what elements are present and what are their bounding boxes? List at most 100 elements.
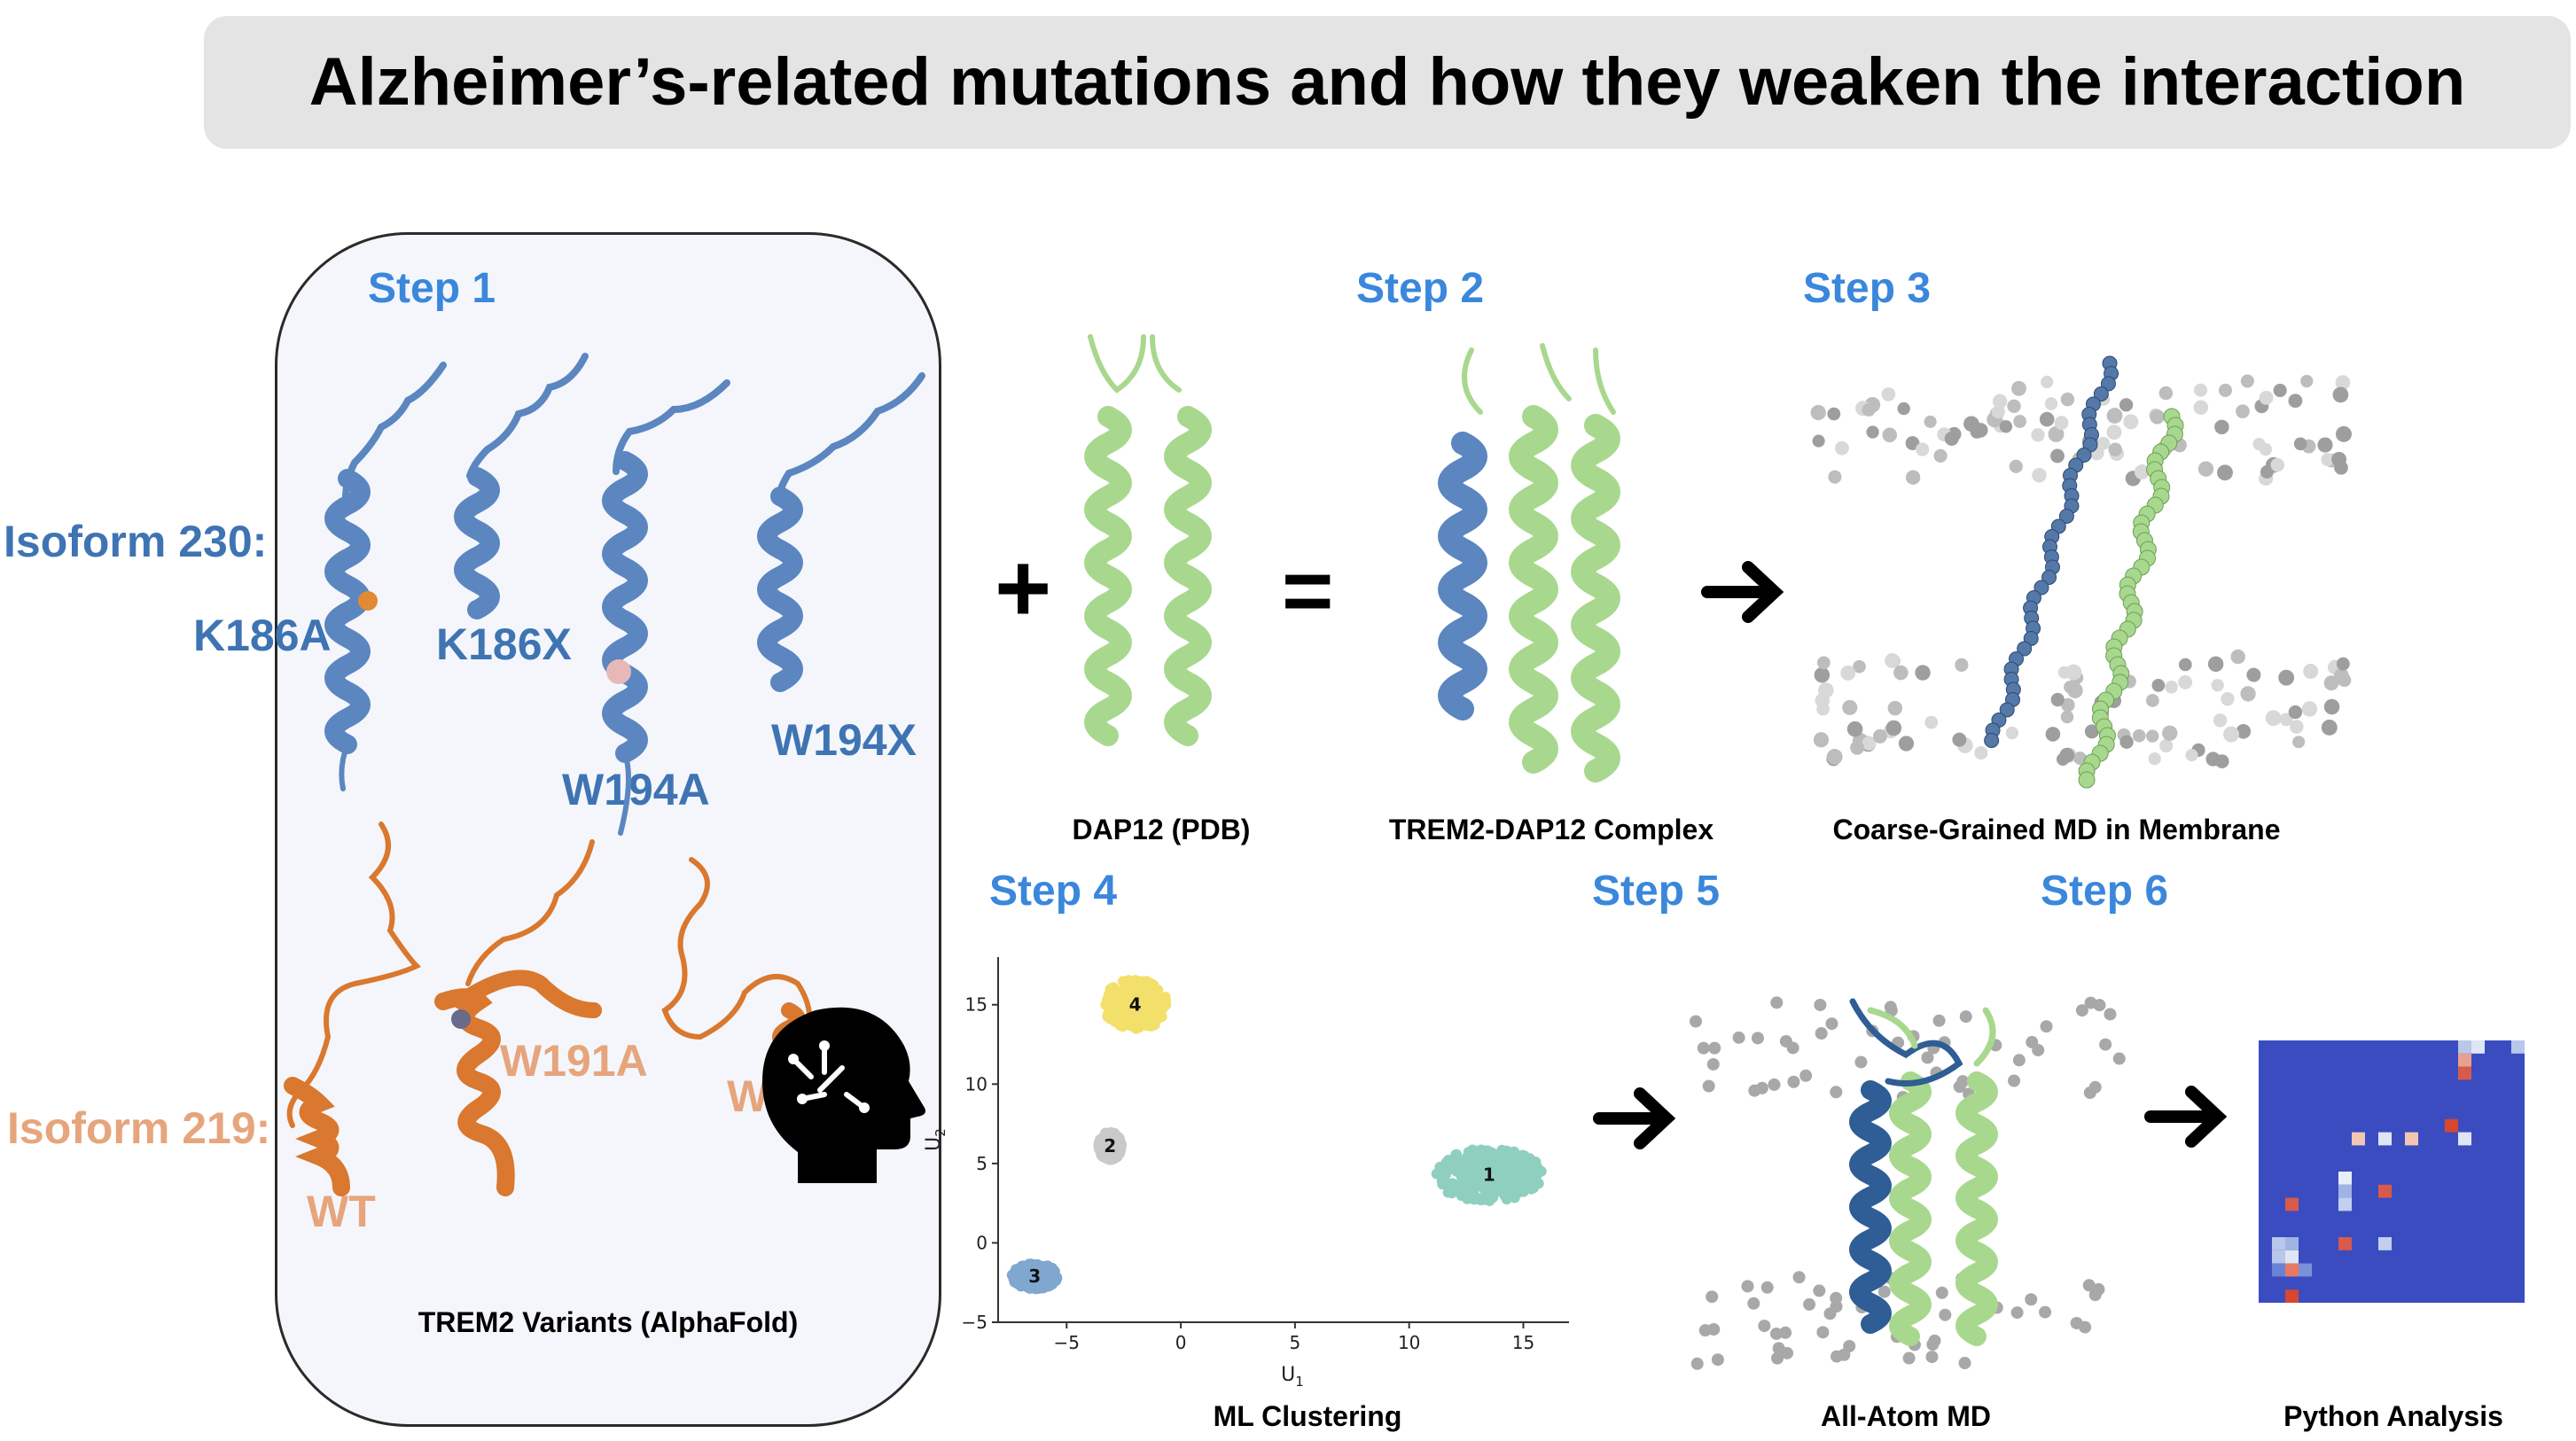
membrane-atom — [1803, 1297, 1816, 1311]
membrane-atom — [2040, 1020, 2053, 1033]
membrane-bead — [2321, 719, 2338, 736]
variant-w191a-label: W191A — [500, 1036, 648, 1086]
isoform-230-label: Isoform 230: — [4, 517, 268, 566]
w191a-structure — [434, 839, 602, 1196]
cluster-point — [1528, 1168, 1540, 1180]
cluster-point — [1039, 1281, 1050, 1293]
membrane-bead — [1835, 440, 1849, 456]
cluster-point — [1520, 1159, 1532, 1171]
membrane-bead — [2292, 736, 2306, 749]
cluster-point — [1487, 1173, 1499, 1185]
heatmap-cell — [2299, 1263, 2312, 1277]
membrane-atom — [1779, 1326, 1792, 1339]
cluster-point — [1524, 1177, 1535, 1188]
y-tick-label: −5 — [962, 1312, 987, 1333]
membrane-bead — [2323, 698, 2340, 715]
membrane-bead — [2119, 735, 2134, 749]
trem2-variants-caption: TREM2 Variants (AlphaFold) — [418, 1306, 799, 1338]
trem2-bead — [2100, 376, 2116, 392]
cluster-point — [1447, 1178, 1458, 1189]
membrane-bead — [2162, 725, 2178, 741]
membrane-bead — [2194, 383, 2208, 397]
membrane-bead — [2259, 442, 2273, 456]
membrane-atom — [1814, 998, 1827, 1011]
cluster-point — [1482, 1145, 1494, 1157]
cluster-point — [1117, 976, 1128, 987]
membrane-bead — [2301, 701, 2318, 717]
membrane-bead — [1924, 715, 1939, 729]
cluster-point — [1105, 1133, 1117, 1145]
membrane-bead — [2159, 738, 2174, 753]
heatmap-cell — [2458, 1132, 2471, 1146]
membrane-bead — [1862, 736, 1877, 751]
membrane-bead — [2214, 419, 2229, 435]
membrane-bead — [2150, 409, 2165, 425]
cluster-point — [1129, 985, 1141, 996]
membrane-atom — [1748, 1084, 1761, 1097]
heatmap-cell — [2285, 1263, 2299, 1277]
membrane-atom — [1815, 1027, 1828, 1040]
cluster-point — [1510, 1172, 1521, 1183]
heatmap-cell — [2471, 1040, 2485, 1054]
step1-label: Step 1 — [368, 265, 496, 312]
membrane-atom — [1702, 1079, 1715, 1093]
cluster-2 — [1093, 1126, 1128, 1165]
heatmap-cell — [2458, 1066, 2471, 1080]
membrane-atom — [1932, 1014, 1946, 1027]
membrane-bead — [2106, 425, 2122, 440]
plus-sign: + — [995, 534, 1052, 643]
cluster-point — [1023, 1282, 1034, 1294]
membrane-bead — [2073, 752, 2088, 766]
cluster-point — [1495, 1158, 1507, 1170]
heatmap-cell — [2458, 1053, 2471, 1067]
brain-head-icon — [762, 1007, 925, 1183]
membrane-bead — [2041, 375, 2054, 389]
step2-label: Step 2 — [1356, 265, 1485, 312]
membrane-bead — [1905, 470, 1921, 485]
membrane-bead — [1853, 659, 1866, 674]
cluster-point — [1036, 1268, 1048, 1280]
heatmap-background — [2259, 1040, 2525, 1303]
membrane-bead — [2213, 713, 2228, 728]
membrane-atom — [1751, 1032, 1764, 1045]
membrane-atom — [1921, 1051, 1934, 1064]
membrane-bead — [2065, 664, 2082, 681]
membrane-atom — [2039, 1305, 2052, 1319]
cluster-label: 3 — [1028, 1266, 1041, 1287]
membrane-bead — [2221, 691, 2235, 706]
membrane-bead — [2151, 679, 2166, 692]
heatmap-cell — [2272, 1237, 2285, 1250]
membrane-atom — [1813, 1284, 1826, 1297]
membrane-bead — [1991, 405, 2005, 419]
all-atom-md-image — [1689, 996, 2126, 1370]
heatmap-cell — [2285, 1197, 2299, 1211]
membrane-atom — [1781, 1346, 1794, 1359]
cluster-point — [1517, 1149, 1528, 1161]
heatmap-cell — [2378, 1132, 2392, 1146]
cluster-point — [1100, 999, 1112, 1010]
membrane-bead — [2323, 675, 2339, 691]
heatmap-cell — [2272, 1263, 2285, 1277]
membrane-bead — [1952, 732, 1967, 747]
membrane-bead — [2290, 720, 2304, 734]
membrane-bead — [1850, 740, 1865, 755]
membrane-bead — [2332, 386, 2349, 403]
trem2-bead — [2017, 641, 2033, 657]
membrane-atom — [1747, 1297, 1760, 1310]
membrane-atom — [1953, 1080, 1966, 1094]
trem2-bead — [1984, 733, 2000, 748]
heatmap-cell — [2511, 1040, 2525, 1054]
membrane-bead — [2050, 692, 2065, 707]
membrane-bead — [2197, 461, 2214, 477]
membrane-bead — [2005, 726, 2019, 740]
cluster-point — [1483, 1157, 1495, 1169]
complex-caption: TREM2-DAP12 Complex — [1388, 814, 1714, 845]
heatmap-cell — [2378, 1184, 2392, 1198]
membrane-bead — [2336, 657, 2350, 671]
membrane-bead — [2193, 400, 2209, 416]
membrane-bead — [2317, 437, 2333, 453]
membrane-atom — [2104, 1008, 2117, 1021]
cluster-label: 1 — [1483, 1164, 1495, 1185]
